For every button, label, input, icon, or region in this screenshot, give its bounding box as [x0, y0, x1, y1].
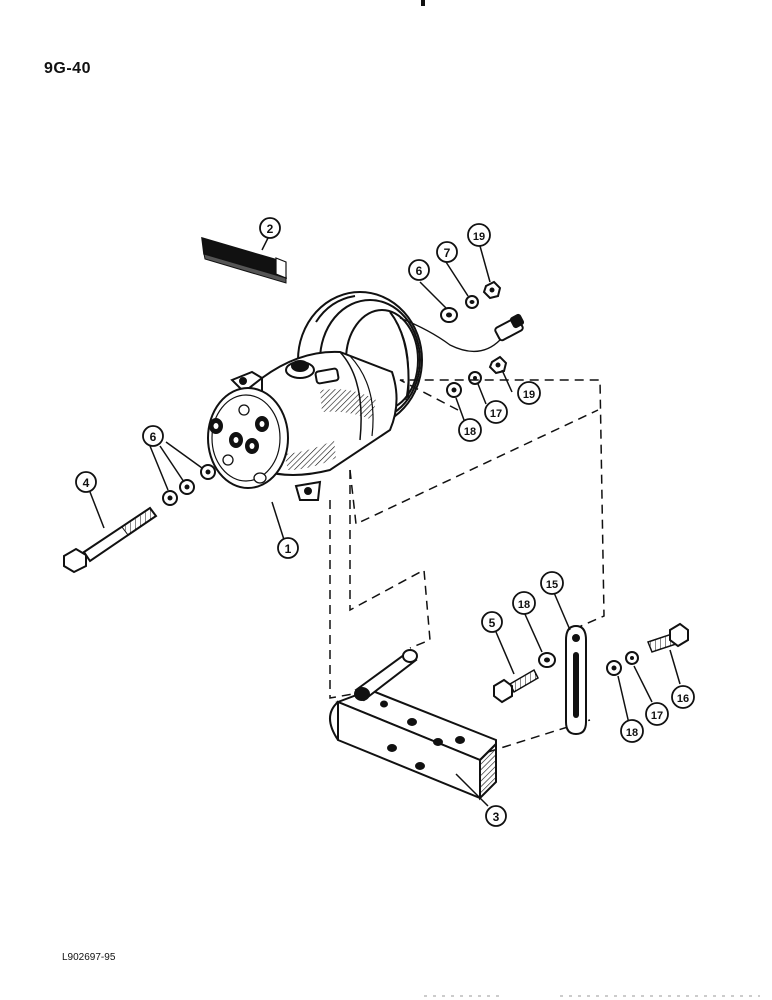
callout-19b: 19	[517, 381, 541, 405]
svg-text:18: 18	[464, 426, 476, 438]
lockwasher-17a	[468, 371, 482, 385]
callout-1: 1	[277, 537, 299, 559]
callout-17b: 17	[645, 702, 669, 726]
svg-text:4: 4	[83, 476, 90, 490]
callout-4: 4	[75, 471, 97, 493]
callout-5: 5	[481, 611, 503, 633]
svg-text:16: 16	[677, 693, 689, 705]
lockwasher-17b	[625, 651, 639, 665]
nut-19a	[482, 280, 502, 300]
washer-6b-2	[179, 479, 195, 495]
bolt-5	[493, 668, 539, 704]
callout-6a: 6	[408, 259, 430, 281]
svg-text:6: 6	[150, 430, 157, 444]
svg-text:3: 3	[493, 810, 500, 824]
callout-18b: 18	[512, 591, 536, 615]
callout-17a: 17	[484, 400, 508, 424]
washer-18a	[446, 382, 462, 398]
svg-text:7: 7	[444, 246, 451, 260]
mounting-bracket	[329, 649, 497, 801]
callout-16: 16	[671, 685, 695, 709]
long-bolt	[63, 506, 158, 574]
figure-id: L902697-95	[62, 952, 116, 963]
compressor	[207, 291, 525, 501]
svg-text:19: 19	[523, 389, 535, 401]
nut-19b	[488, 355, 508, 375]
page-number: 9G-40	[44, 60, 91, 77]
washer-6a	[440, 307, 458, 323]
svg-text:18: 18	[518, 599, 530, 611]
washer-6b-3	[200, 464, 216, 480]
svg-text:17: 17	[490, 408, 502, 420]
svg-text:19: 19	[473, 231, 485, 243]
callout-19a: 19	[467, 223, 491, 247]
callout-6b: 6	[142, 425, 164, 447]
lockwasher-7	[465, 295, 479, 309]
callout-3: 3	[485, 805, 507, 827]
callout-18c: 18	[620, 719, 644, 743]
washer-6b-1	[162, 490, 178, 506]
registration-mark	[421, 0, 425, 6]
leader-lines	[89, 237, 681, 807]
svg-text:1: 1	[285, 542, 292, 556]
svg-text:2: 2	[267, 222, 274, 236]
belt-part	[201, 236, 287, 284]
svg-text:18: 18	[626, 727, 638, 739]
washer-18b	[538, 652, 556, 668]
callout-18a: 18	[458, 418, 482, 442]
wire-connector	[494, 313, 525, 342]
callout-15: 15	[540, 571, 564, 595]
svg-text:6: 6	[416, 264, 423, 278]
washer-18c	[606, 660, 622, 676]
callout-7: 7	[436, 241, 458, 263]
callout-2: 2	[259, 217, 281, 239]
svg-text:17: 17	[651, 710, 663, 722]
svg-text:15: 15	[546, 579, 558, 591]
bolt-16	[647, 622, 689, 653]
slotted-strap	[565, 624, 587, 736]
svg-text:5: 5	[489, 616, 496, 630]
